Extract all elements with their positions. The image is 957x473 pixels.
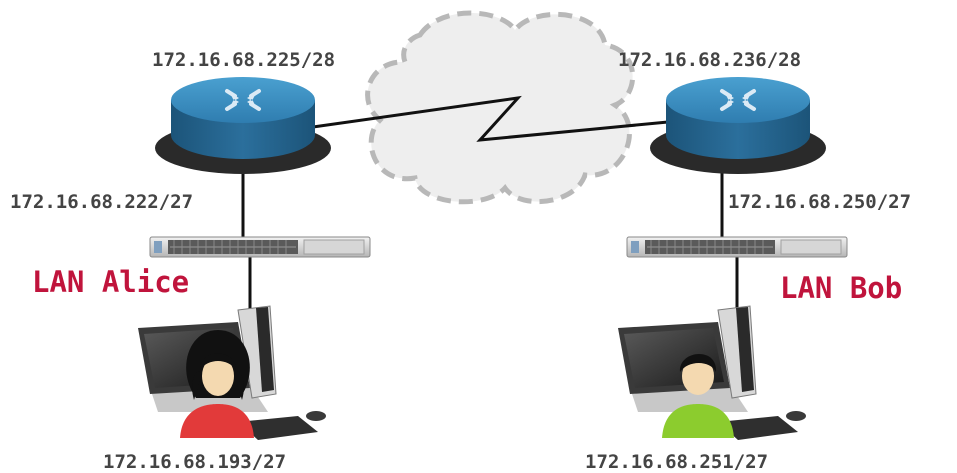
workstation-alice-icon	[137, 305, 327, 441]
right-router-wan-ip: 172.16.68.236/28	[618, 49, 801, 71]
workstation-bob-icon	[617, 305, 807, 441]
bob-avatar	[662, 353, 734, 438]
switch-left-icon	[149, 236, 371, 258]
cloud-icon	[365, 10, 636, 205]
wan-link	[312, 95, 669, 142]
alice-host-ip: 172.16.68.193/27	[103, 451, 286, 473]
alice-avatar	[180, 330, 254, 438]
lan-alice-label: LAN Alice	[32, 265, 189, 299]
bob-shirt	[662, 404, 734, 438]
left-router-wan-ip: 172.16.68.225/28	[152, 49, 335, 71]
lan-bob-label: LAN Bob	[780, 271, 902, 305]
router-right-icon	[650, 77, 826, 174]
bob-host-ip: 172.16.68.251/27	[585, 451, 768, 473]
router-left-icon	[155, 77, 331, 174]
left-router-lan-ip: 172.16.68.222/27	[10, 191, 193, 213]
alice-shirt	[180, 404, 254, 438]
right-router-lan-ip: 172.16.68.250/27	[728, 191, 911, 213]
switch-right-icon	[626, 236, 848, 258]
